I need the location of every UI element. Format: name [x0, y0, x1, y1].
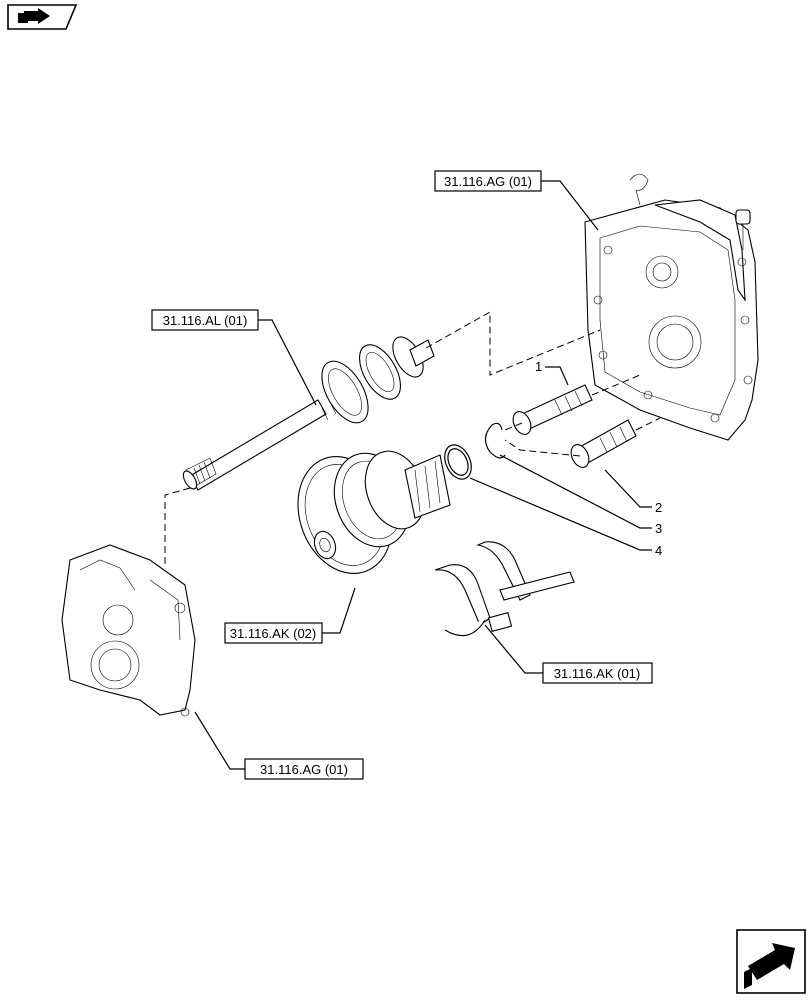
part-2-shaft	[570, 419, 637, 468]
part-3-circlip	[484, 422, 506, 459]
part-4-o-ring	[444, 444, 472, 480]
ref-box-housing-bottom[interactable]: 31.116.AG (01)	[244, 758, 364, 780]
callout-4: 4	[655, 543, 662, 558]
main-shaft-assembly	[182, 336, 435, 491]
gear-cluster	[297, 450, 451, 574]
ref-box-shift-forks[interactable]: 31.116.AK (01)	[542, 662, 653, 684]
shift-fork-assembly	[434, 541, 575, 637]
ref-box-housing-top[interactable]: 31.116.AG (01)	[434, 170, 542, 192]
callout-1: 1	[535, 359, 542, 374]
next-page-arrow-icon[interactable]	[736, 929, 806, 994]
assembly-alignment-lines	[164, 311, 661, 565]
callout-2: 2	[655, 500, 662, 515]
ref-box-gear-cluster[interactable]: 31.116.AK (02)	[224, 622, 323, 644]
ref-box-main-shaft[interactable]: 31.116.AL (01)	[151, 309, 259, 331]
page-nav-arrow-icon[interactable]	[7, 4, 78, 30]
part-1-shaft	[512, 384, 593, 435]
ref-label-gear-cluster: 31.116.AK (02)	[230, 626, 316, 641]
leader-lines	[194, 180, 652, 770]
ref-label-main-shaft: 31.116.AL (01)	[163, 313, 248, 328]
ref-label-shift-forks: 31.116.AK (01)	[554, 666, 640, 681]
ref-label-housing-top: 31.116.AG (01)	[444, 174, 532, 189]
transmission-housing-upper	[584, 173, 759, 441]
callout-3: 3	[655, 521, 662, 536]
ref-label-housing-bottom: 31.116.AG (01)	[260, 762, 348, 777]
transmission-housing-lower	[61, 544, 196, 717]
